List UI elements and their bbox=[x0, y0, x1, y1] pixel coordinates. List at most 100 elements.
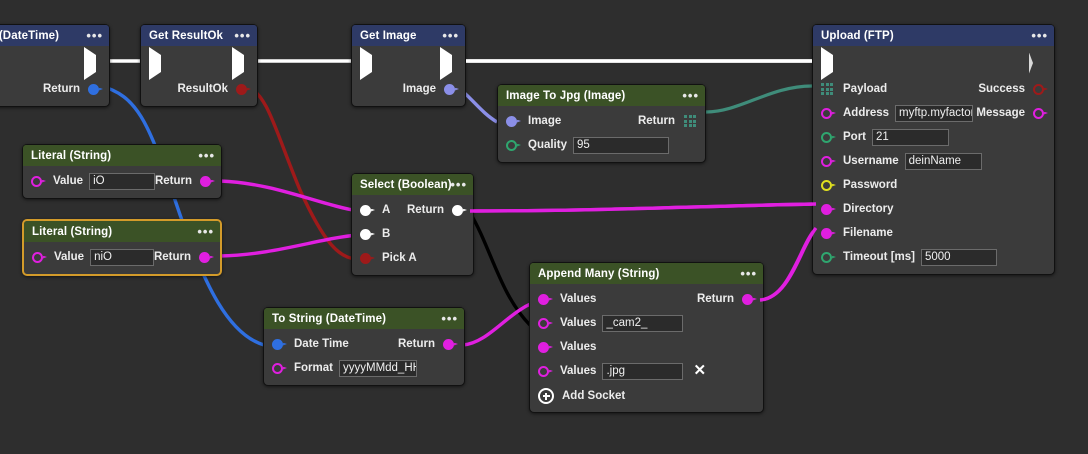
pin-label: Values bbox=[560, 365, 597, 377]
node-now-datetime[interactable]: Now (DateTime) ••• Return bbox=[0, 24, 110, 107]
node-append-many-string[interactable]: Append Many (String) ••• Values Return V… bbox=[529, 262, 764, 413]
input-pin-quality[interactable] bbox=[506, 139, 521, 152]
node-menu-icon[interactable]: ••• bbox=[1031, 27, 1048, 43]
node-select-boolean[interactable]: Select (Boolean) ••• A Return B Pick A bbox=[351, 173, 474, 276]
node-menu-icon[interactable]: ••• bbox=[682, 87, 699, 103]
username-input[interactable]: deinName bbox=[904, 152, 982, 170]
node-header[interactable]: Get Image ••• bbox=[352, 25, 465, 46]
format-input[interactable]: yyyyMMdd_HHmmss bbox=[338, 359, 417, 377]
node-menu-icon[interactable]: ••• bbox=[441, 310, 458, 326]
node-literal-string-io[interactable]: Literal (String) ••• Value iO Return bbox=[22, 144, 222, 199]
input-pin-bytes-grid-icon[interactable] bbox=[821, 82, 834, 96]
input-pin-filename[interactable] bbox=[821, 227, 836, 240]
input-pin-values[interactable] bbox=[538, 365, 553, 378]
exec-out-pin[interactable] bbox=[84, 46, 99, 80]
input-pin-values[interactable] bbox=[538, 317, 553, 330]
node-get-image[interactable]: Get Image ••• Image bbox=[351, 24, 466, 107]
input-pin-port[interactable] bbox=[821, 131, 836, 144]
pin-label: B bbox=[382, 228, 391, 240]
node-header[interactable]: Literal (String) ••• bbox=[24, 221, 220, 242]
output-pin-return[interactable] bbox=[742, 293, 757, 306]
node-body: Image Return Quality 95 bbox=[498, 106, 705, 162]
pin-row-values-2: Values bbox=[530, 335, 763, 359]
input-pin-a[interactable] bbox=[360, 204, 375, 217]
pin-label: Values bbox=[560, 293, 597, 305]
node-header[interactable]: Upload (FTP) ••• bbox=[813, 25, 1054, 46]
node-menu-icon[interactable]: ••• bbox=[197, 223, 214, 239]
node-header[interactable]: Select (Boolean) ••• bbox=[352, 174, 473, 195]
pin-label-return: Return bbox=[696, 293, 734, 305]
input-pin-password[interactable] bbox=[821, 179, 836, 192]
node-body: Values Return Values _cam2_ Values Value… bbox=[530, 284, 763, 412]
exec-in-pin[interactable] bbox=[149, 46, 164, 80]
exec-out-pin[interactable] bbox=[1029, 52, 1044, 74]
input-pin-image[interactable] bbox=[506, 115, 521, 128]
output-pin-return[interactable] bbox=[88, 83, 103, 96]
pin-label-success: Success bbox=[978, 83, 1025, 95]
output-pin-message[interactable] bbox=[1033, 107, 1048, 120]
input-pin-address[interactable] bbox=[821, 107, 836, 120]
quality-input[interactable]: 95 bbox=[572, 136, 669, 154]
exec-out-pin[interactable] bbox=[232, 46, 247, 80]
node-menu-icon[interactable]: ••• bbox=[442, 27, 459, 43]
input-pin-value[interactable] bbox=[31, 175, 46, 188]
node-title: Literal (String) bbox=[32, 225, 113, 238]
node-menu-icon[interactable]: ••• bbox=[740, 265, 757, 281]
exec-in-pin[interactable] bbox=[821, 46, 836, 80]
address-input[interactable]: myftp.myfactory.com bbox=[895, 104, 974, 122]
node-header[interactable]: Now (DateTime) ••• bbox=[0, 25, 109, 46]
value-input[interactable]: iO bbox=[89, 172, 155, 190]
pin-label: Directory bbox=[843, 203, 894, 215]
input-pin-pick-a[interactable] bbox=[360, 252, 375, 265]
add-socket-button[interactable]: Add Socket bbox=[530, 383, 763, 407]
input-pin-username[interactable] bbox=[821, 155, 836, 168]
input-pin-format[interactable] bbox=[272, 362, 287, 375]
input-pin-timeout[interactable] bbox=[821, 251, 836, 264]
node-header[interactable]: Get ResultOk ••• bbox=[141, 25, 257, 46]
values-input[interactable]: _cam2_ bbox=[602, 314, 684, 332]
node-header[interactable]: To String (DateTime) ••• bbox=[264, 308, 464, 329]
pin-row-password: Password bbox=[813, 173, 1054, 197]
output-pin-return[interactable] bbox=[200, 175, 215, 188]
pin-label-return: Return bbox=[637, 115, 675, 127]
pin-row-port: Port 21 bbox=[813, 125, 1054, 149]
exec-in-pin[interactable] bbox=[360, 46, 375, 80]
timeout-input[interactable]: 5000 bbox=[921, 248, 997, 266]
node-menu-icon[interactable]: ••• bbox=[198, 147, 215, 163]
node-menu-icon[interactable]: ••• bbox=[450, 176, 467, 192]
node-body: Date Time Return Format yyyyMMdd_HHmmss bbox=[264, 329, 464, 385]
node-header[interactable]: Append Many (String) ••• bbox=[530, 263, 763, 284]
input-pin-values[interactable] bbox=[538, 293, 553, 306]
output-pin-return[interactable] bbox=[443, 338, 458, 351]
remove-socket-icon[interactable]: ✕ bbox=[693, 362, 707, 379]
port-input[interactable]: 21 bbox=[872, 128, 949, 146]
output-pin-return[interactable] bbox=[452, 204, 467, 217]
exec-out-pin[interactable] bbox=[440, 46, 455, 80]
node-menu-icon[interactable]: ••• bbox=[86, 27, 103, 43]
output-pin-resultok[interactable] bbox=[236, 83, 251, 96]
node-menu-icon[interactable]: ••• bbox=[234, 27, 251, 43]
input-pin-value[interactable] bbox=[32, 251, 47, 264]
output-pin-success[interactable] bbox=[1033, 83, 1048, 96]
pin-row-image: Image bbox=[352, 77, 465, 101]
values-input[interactable]: .jpg bbox=[602, 362, 684, 380]
output-pin-bytes-grid-icon[interactable] bbox=[684, 114, 697, 128]
node-body: Value iO Return bbox=[23, 166, 221, 198]
node-header[interactable]: Image To Jpg (Image) ••• bbox=[498, 85, 705, 106]
pin-row-return: Return bbox=[0, 77, 109, 101]
node-literal-string-nio[interactable]: Literal (String) ••• Value niO Return bbox=[22, 219, 222, 276]
output-pin-return[interactable] bbox=[199, 251, 214, 264]
node-to-string-datetime[interactable]: To String (DateTime) ••• Date Time Retur… bbox=[263, 307, 465, 386]
output-pin-image[interactable] bbox=[444, 83, 459, 96]
input-pin-date-time[interactable] bbox=[272, 338, 287, 351]
input-pin-values[interactable] bbox=[538, 341, 553, 354]
node-header[interactable]: Literal (String) ••• bbox=[23, 145, 221, 166]
pin-label: Format bbox=[294, 362, 333, 374]
node-get-resultok[interactable]: Get ResultOk ••• ResultOk bbox=[140, 24, 258, 107]
node-image-to-jpg[interactable]: Image To Jpg (Image) ••• Image Return Qu… bbox=[497, 84, 706, 163]
value-input[interactable]: niO bbox=[90, 248, 154, 266]
input-pin-directory[interactable] bbox=[821, 203, 836, 216]
node-upload-ftp[interactable]: Upload (FTP) ••• Payload Success Address bbox=[812, 24, 1055, 275]
input-pin-b[interactable] bbox=[360, 228, 375, 241]
